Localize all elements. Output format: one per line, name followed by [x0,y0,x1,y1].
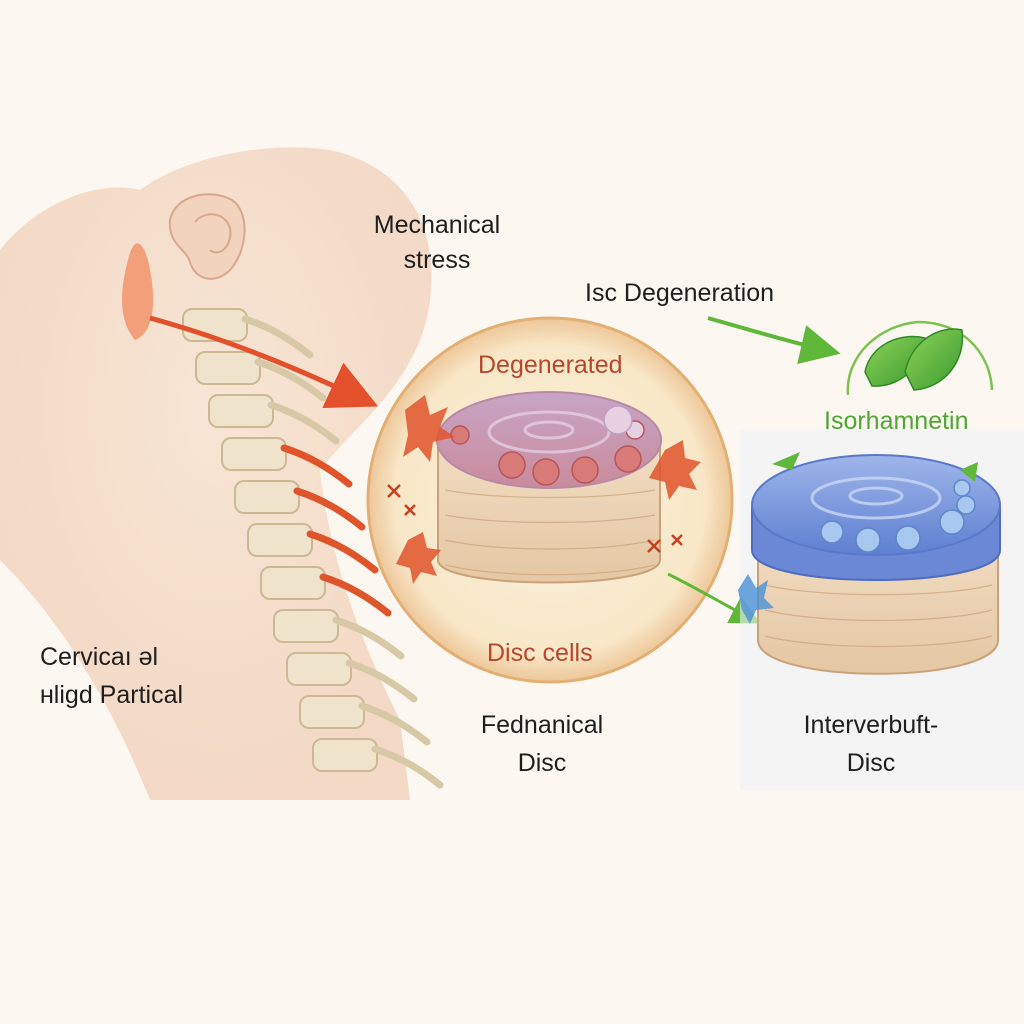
vertebra [273,609,339,643]
spinous-process [371,745,444,789]
cervical-line-2: ʜligd Partical [40,681,184,709]
spinous-process [267,401,340,445]
vertebra [195,351,261,385]
degenerated-disc-panel [366,316,734,684]
spinous-process [358,702,431,746]
vertebra [234,480,300,514]
disc-cells-label: Disc cells [487,639,593,667]
spinous-process [241,315,314,359]
degenerated-label: Degenerated [478,351,623,379]
jaw-inflammation [122,243,154,340]
spinous-process [280,444,353,488]
cervical-label: Cervicaı əl ʜligd Partical [40,638,240,714]
healthy-disc [738,430,1024,790]
fednanical-disc-label: Fednanical Disc [462,706,622,782]
cross-marks [387,484,683,553]
spinous-process [332,616,405,660]
mechanical-stress-line-2: stress [403,246,471,274]
fednanical-disc-line-2: Disc [517,749,567,777]
spinous-process [254,358,327,402]
inflammation-marks [396,395,701,584]
isorhamnetin-leaves [846,320,994,396]
vertebra [312,738,378,772]
spinous-process [345,659,418,703]
intervertebral-disc-line-1: Interverbuft- [803,711,939,739]
degeneration-arrow [707,316,841,365]
intervertebral-disc-line-2: Disc [846,749,896,777]
leaf-right [904,328,964,391]
degenerated-cells [450,405,645,486]
isc-degeneration-label: Isc Degeneration [585,279,775,307]
vertebra [286,652,352,686]
vertebra [208,394,274,428]
intervertebral-disc-label: Interverbuft- Disc [786,706,956,782]
leaf-left [864,335,926,387]
cervical-line-1: Cervicaı əl [40,643,159,671]
spinous-process [293,487,366,531]
vertebra [221,437,287,471]
healthy-cells [820,479,976,553]
mechanical-stress-label: Mechanical stress [352,208,522,278]
stress-arrow [149,315,379,408]
ear [168,193,246,280]
spinous-process [319,573,392,617]
vertebra [299,695,365,729]
isorhamnetin-label: Isorhamnetin [824,407,969,435]
spinous-process [306,530,379,574]
cervical-spine [182,308,444,789]
vertebra [247,523,313,557]
blue-particles [738,574,774,624]
mechanical-stress-line-1: Mechanical [373,211,501,239]
vertebra [260,566,326,600]
fednanical-disc-line-1: Fednanical [480,711,604,739]
